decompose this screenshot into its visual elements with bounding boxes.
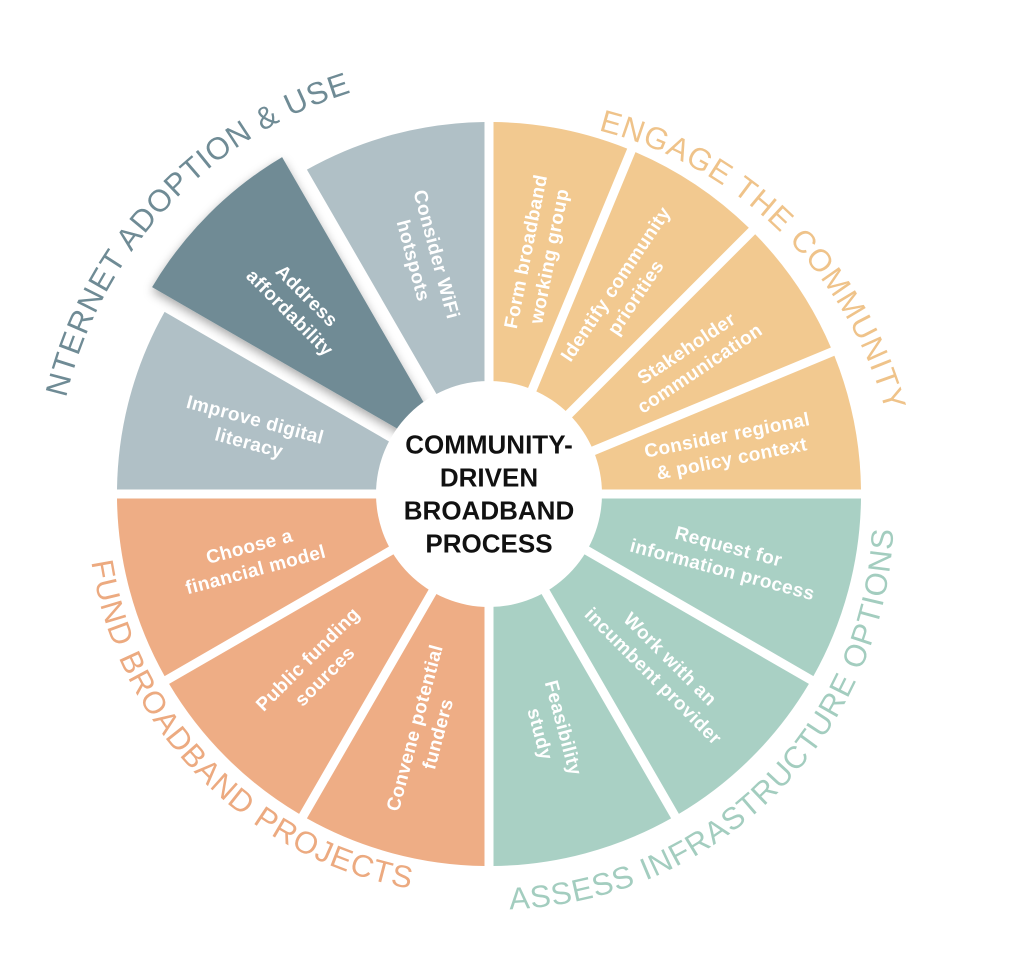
segment-shape bbox=[501, 152, 749, 475]
center-title-line: COMMUNITY- bbox=[405, 430, 573, 460]
segment-convene-potential-funders: Convene potentialfunders bbox=[306, 510, 485, 866]
segment-shape bbox=[169, 506, 477, 814]
center-title-line: PROCESS bbox=[425, 529, 552, 559]
center-circle bbox=[376, 381, 602, 607]
segment-label: Form broadbandworking group bbox=[501, 173, 576, 335]
segment-shape bbox=[306, 510, 485, 866]
segment-public-funding-sources: Public fundingsources bbox=[169, 506, 477, 814]
segment-shape bbox=[493, 122, 628, 472]
segment-feasibility-study: Feasibilitystudy bbox=[493, 510, 672, 866]
segment-shape bbox=[511, 355, 861, 490]
center-title-line: BROADBAND bbox=[404, 496, 574, 526]
segment-shape bbox=[508, 234, 831, 482]
center-title-line: DRIVEN bbox=[440, 463, 538, 493]
segment-consider-wifi-hotspots: Consider WiFihotspots bbox=[306, 122, 485, 478]
segment-improve-digital-literacy: Improve digitalliteracy bbox=[117, 311, 473, 490]
segment-shape bbox=[493, 510, 672, 866]
segment-shape bbox=[152, 157, 460, 465]
segment-shape bbox=[505, 498, 861, 677]
segment-request-for-information-process: Request forinformation process bbox=[505, 498, 861, 677]
segment-shape bbox=[117, 311, 473, 490]
segment-address-affordability: Addressaffordability bbox=[152, 157, 460, 465]
segment-form-broadband-working-group: Form broadbandworking group bbox=[493, 122, 628, 472]
segment-shape bbox=[117, 498, 473, 677]
segment-shape bbox=[306, 122, 485, 478]
segment-choose-a-financial-model: Choose afinancial model bbox=[117, 498, 473, 677]
segment-shape bbox=[501, 506, 809, 814]
